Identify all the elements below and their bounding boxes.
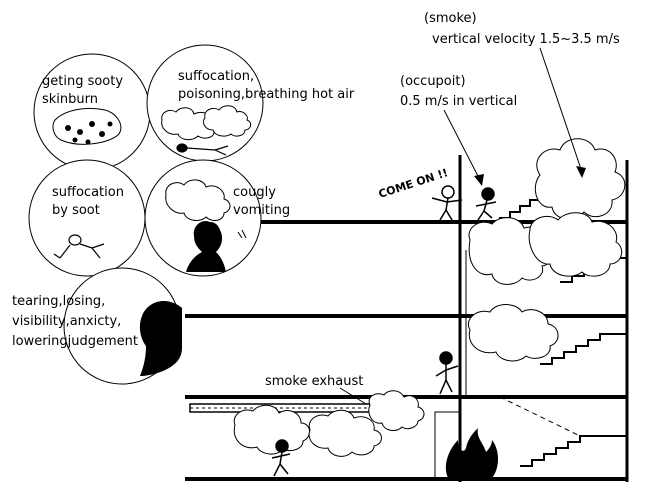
hazard-suffocation-line1: suffocation, bbox=[178, 69, 254, 84]
person-helper-icon bbox=[432, 186, 462, 220]
hazard-cough-line2: vomiting bbox=[233, 203, 290, 218]
crying-face-icon bbox=[140, 301, 182, 376]
smoke-cloud-upper bbox=[535, 139, 625, 219]
smoke-title: (smoke) bbox=[424, 11, 477, 26]
hazard-soot-line2: by soot bbox=[52, 203, 100, 218]
hazard-cough-line1: cougly bbox=[233, 185, 276, 200]
person-running-icon bbox=[476, 188, 496, 220]
hazard-circle-sooty bbox=[34, 54, 150, 170]
smoke-velocity-label: vertical velocity 1.5~3.5 m/s bbox=[432, 32, 620, 47]
fire-icon bbox=[446, 428, 498, 478]
hazard-sooty-line1: geting sooty bbox=[42, 74, 123, 89]
occupant-velocity-label: 0.5 m/s in vertical bbox=[400, 94, 517, 109]
hazard-tear-line1: tearing,losing, bbox=[12, 294, 105, 309]
occupant-title: (occupoit) bbox=[400, 74, 466, 89]
hazard-sooty-line2: skinburn bbox=[42, 92, 98, 107]
hazard-circle-cough bbox=[145, 160, 261, 276]
person-climbing-icon bbox=[436, 352, 458, 394]
stair-flight-1 bbox=[520, 436, 627, 466]
occupant-arrow-head bbox=[474, 174, 484, 186]
hazard-soot-line1: suffocation bbox=[52, 185, 124, 200]
come-on-label: COME ON !! bbox=[377, 166, 450, 201]
hazard-circle-suffocation bbox=[147, 45, 263, 161]
hazard-tear-line3: loweringjudgement bbox=[12, 334, 138, 349]
smoke-exhaust-label: smoke exhaust bbox=[265, 374, 363, 389]
stair-dashed-line bbox=[500, 397, 580, 436]
smoke-cloud-floor3 bbox=[468, 305, 558, 361]
hazard-circle-soot bbox=[29, 160, 145, 276]
hazard-tear-line2: visibility,anxicty, bbox=[12, 314, 121, 329]
smoke-clouds bbox=[234, 139, 625, 457]
hazard-suffocation-line2: poisoning,breathing hot air bbox=[178, 87, 355, 102]
occupant-arrow-line bbox=[444, 110, 480, 180]
